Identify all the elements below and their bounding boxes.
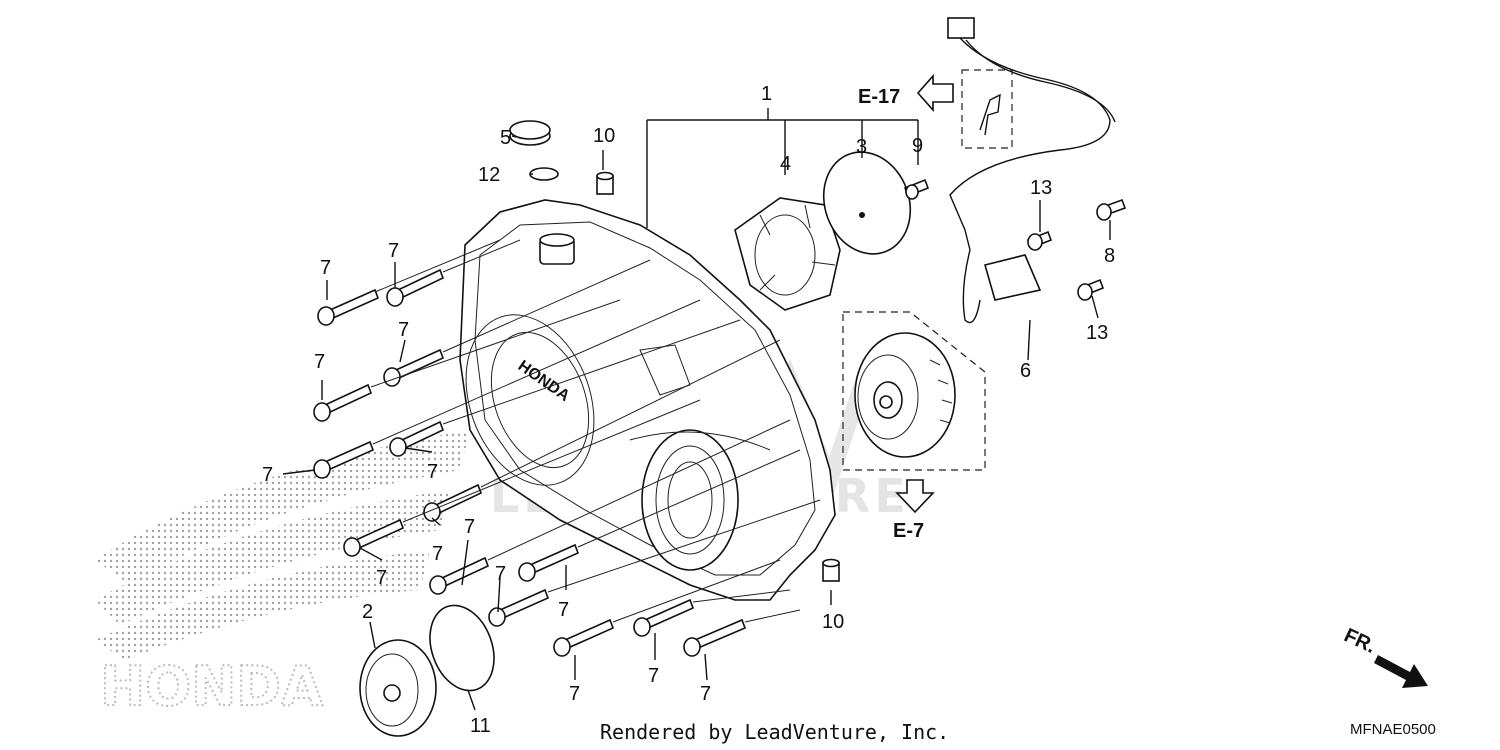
callout-7: 7 bbox=[320, 257, 331, 279]
pulse-generator-wiring bbox=[947, 17, 1116, 324]
bolt-8 bbox=[1096, 198, 1127, 221]
ref-arrow-e17: E-17 bbox=[858, 73, 954, 113]
callout-7: 7 bbox=[432, 543, 443, 565]
crankcase-cover: HONDA bbox=[459, 199, 836, 601]
callout-7: 7 bbox=[262, 464, 273, 486]
callout-7: 7 bbox=[427, 461, 438, 483]
callout-labels: 1 2 3 4 5 6 8 9 10 10 11 12 13 13 7 7 7 … bbox=[262, 83, 1115, 737]
callout-10-lower: 10 bbox=[822, 611, 844, 633]
callout-6: 6 bbox=[1020, 360, 1031, 382]
flywheel-assembly bbox=[842, 311, 986, 471]
oil-filler-cap bbox=[509, 120, 551, 146]
leader-lines bbox=[282, 108, 1111, 711]
callout-7: 7 bbox=[495, 563, 506, 585]
callout-10-upper: 10 bbox=[593, 125, 615, 147]
rendered-by-credit: Rendered by LeadVenture, Inc. bbox=[600, 720, 949, 744]
callout-2: 2 bbox=[362, 601, 373, 623]
callout-4: 4 bbox=[780, 153, 791, 175]
wire-clamp bbox=[961, 69, 1013, 149]
ref-label-e17: E-17 bbox=[858, 86, 900, 108]
callout-7: 7 bbox=[388, 240, 399, 262]
diagram-code: MFNAE0500 bbox=[1350, 721, 1436, 738]
callout-7: 7 bbox=[700, 683, 711, 705]
timing-hole-cap bbox=[359, 639, 437, 737]
bolt-13-upper bbox=[1026, 230, 1053, 251]
stator-holder bbox=[734, 197, 841, 311]
callout-3: 3 bbox=[856, 136, 867, 158]
callout-7: 7 bbox=[464, 516, 475, 538]
dowel-pin-upper bbox=[596, 171, 614, 195]
callout-13-upper: 13 bbox=[1030, 177, 1052, 199]
callout-7: 7 bbox=[314, 351, 325, 373]
callout-1: 1 bbox=[761, 83, 772, 105]
front-arrow-icon bbox=[1374, 655, 1428, 688]
callout-5: 5 bbox=[500, 127, 511, 149]
callout-8: 8 bbox=[1104, 245, 1115, 267]
o-ring-small bbox=[529, 167, 559, 181]
callout-7: 7 bbox=[376, 567, 387, 589]
callout-9: 9 bbox=[912, 135, 923, 157]
callout-11: 11 bbox=[470, 715, 491, 737]
callout-13-lower: 13 bbox=[1086, 322, 1108, 344]
ref-label-e7: E-7 bbox=[893, 520, 924, 542]
honda-wing-logo: HONDA bbox=[95, 430, 470, 719]
callout-7: 7 bbox=[648, 665, 659, 687]
dowel-pin-lower bbox=[822, 558, 840, 582]
callout-12: 12 bbox=[478, 164, 500, 186]
callout-7: 7 bbox=[558, 599, 569, 621]
flange-bolt-9 bbox=[903, 178, 930, 200]
callout-7: 7 bbox=[569, 683, 580, 705]
callout-7: 7 bbox=[398, 319, 409, 341]
front-label: FR. bbox=[1341, 624, 1379, 658]
logo-text: HONDA bbox=[100, 655, 323, 718]
o-ring-large bbox=[429, 604, 495, 692]
bolt-13-lower bbox=[1077, 278, 1105, 301]
flange-bolts-7 bbox=[313, 268, 747, 657]
front-direction-indicator: FR. bbox=[1341, 624, 1428, 688]
ref-arrow-e7: E-7 bbox=[893, 479, 935, 542]
